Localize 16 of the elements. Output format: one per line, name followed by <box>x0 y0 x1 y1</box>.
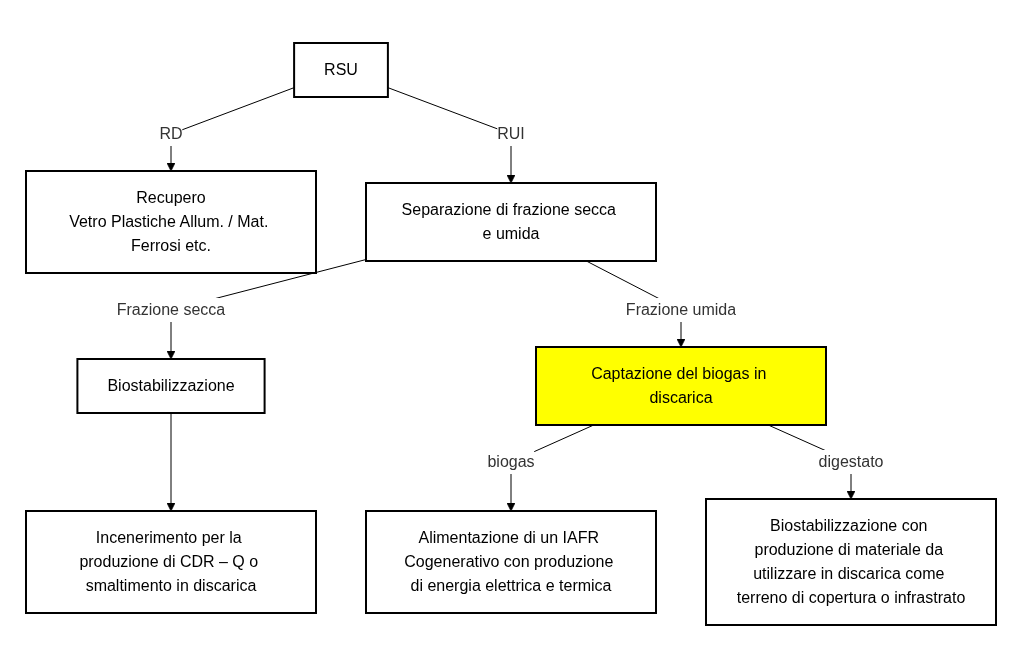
edge-label: digestato <box>818 453 884 470</box>
arrow <box>166 87 295 172</box>
edge-label: RD <box>159 125 183 142</box>
node-box: RSU <box>293 42 389 98</box>
edge-label: RUI <box>497 125 525 142</box>
edge-label: biogas <box>487 453 535 470</box>
node-box: Alimentazione di un IAFR Cogenerativo con produzione di energia elettrica e termica <box>365 510 657 614</box>
node-box: Recupero Vetro Plastiche Allum. / Mat. Ferrosi etc. <box>25 170 317 274</box>
node-box: Incenerimento per la produzione di CDR – Q o smaltimento in discarica <box>25 510 317 614</box>
node-box: Separazione di frazione secca e umida <box>365 182 657 262</box>
node-box: Captazione del biogas in discarica <box>535 346 827 426</box>
edge-label: Frazione umida <box>625 301 737 318</box>
arrow <box>166 412 176 512</box>
node-box: Biostabilizzazione <box>76 358 266 414</box>
edge-label: Frazione secca <box>116 301 226 318</box>
node-box: Biostabilizzazione con produzione di materiale da utilizzare in discarica come terreno di copertura o infrastrato <box>705 498 997 626</box>
